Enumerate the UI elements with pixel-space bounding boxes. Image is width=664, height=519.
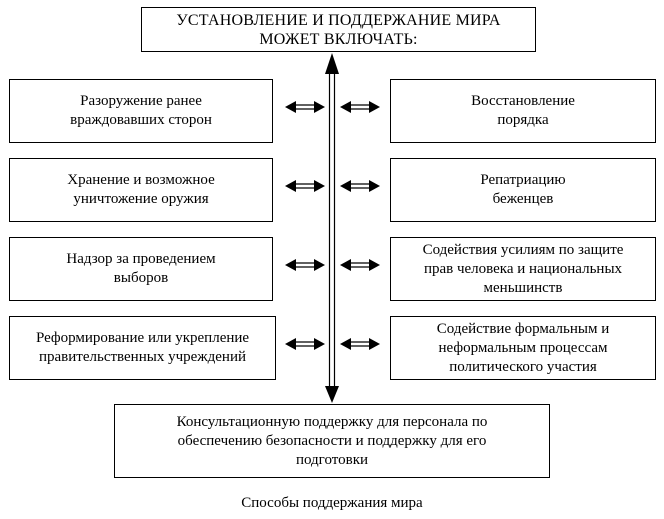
left-item-government-reform: Реформирование или укрепление правительс… <box>9 316 276 380</box>
left-item-label: Реформирование или укрепление правительс… <box>35 330 250 365</box>
right-item-label: Репатриацию беженцев <box>480 172 566 207</box>
right-item-label: Содействия усилиям по защите прав челове… <box>422 241 624 296</box>
horizontal-double-arrows <box>285 101 380 350</box>
left-item-label: Надзор за проведением выборов <box>66 251 216 286</box>
bottom-item-label: Консультационную поддержку для персонала… <box>176 413 488 468</box>
left-item-election-monitoring: Надзор за проведением выборов <box>9 237 273 301</box>
right-item-label: Содействие формальным и неформальным про… <box>436 320 610 375</box>
left-item-label: Разоружение ранее враждовавших сторон <box>70 93 212 128</box>
right-item-human-rights: Содействия усилиям по защите прав челове… <box>390 237 656 301</box>
vertical-double-arrow <box>325 53 339 403</box>
left-item-label: Хранение и возможное уничтожение оружия <box>67 172 215 207</box>
left-item-disarmament: Разоружение ранее враждовавших сторон <box>9 79 273 143</box>
bottom-item-security-support: Консультационную поддержку для персонала… <box>114 404 550 478</box>
left-item-weapons-storage: Хранение и возможное уничтожение оружия <box>9 158 273 222</box>
diagram-title: УСТАНОВЛЕНИЕ И ПОДДЕРЖАНИЕ МИРА МОЖЕТ ВК… <box>176 11 501 48</box>
right-item-order-restoration: Восстановление порядка <box>390 79 656 143</box>
right-item-political-participation: Содействие формальным и неформальным про… <box>390 316 656 380</box>
figure-caption: Способы поддержания мира <box>241 495 423 511</box>
right-item-label: Восстановление порядка <box>471 93 575 128</box>
title-box: УСТАНОВЛЕНИЕ И ПОДДЕРЖАНИЕ МИРА МОЖЕТ ВК… <box>141 7 536 52</box>
right-item-refugee-repatriation: Репатриацию беженцев <box>390 158 656 222</box>
